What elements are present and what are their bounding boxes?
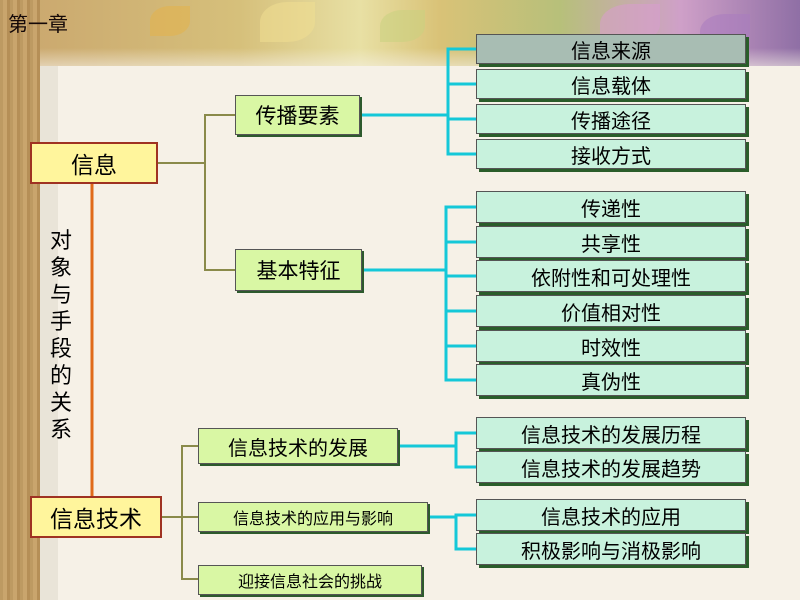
leaf-decoration — [260, 2, 315, 42]
leaf-propagation-path[interactable]: 传播途径 — [476, 104, 746, 134]
side-char: 的 — [49, 364, 72, 389]
leaf-shareability[interactable]: 共享性 — [476, 226, 746, 258]
node-tech-application[interactable]: 信息技术的应用与影响 — [198, 502, 428, 532]
left-light-band — [40, 66, 58, 600]
chapter-title: 第一章 — [8, 12, 68, 36]
leaf-dependency[interactable]: 依附性和可处理性 — [476, 260, 746, 292]
leaf-relative-value[interactable]: 价值相对性 — [476, 295, 746, 327]
leaf-decoration — [150, 6, 190, 36]
leaf-positive-negative-impact[interactable]: 积极影响与消极影响 — [476, 533, 746, 565]
node-info-tech[interactable]: 信息技术 — [30, 496, 162, 538]
leaf-tech-application[interactable]: 信息技术的应用 — [476, 499, 746, 531]
node-tech-challenge[interactable]: 迎接信息社会的挑战 — [198, 565, 422, 595]
node-propagation-elements[interactable]: 传播要素 — [235, 95, 360, 135]
side-char: 象 — [49, 256, 72, 281]
leaf-timeliness[interactable]: 时效性 — [476, 330, 746, 362]
side-char: 手 — [49, 310, 72, 335]
leaf-tech-trend[interactable]: 信息技术的发展趋势 — [476, 451, 746, 483]
side-char: 与 — [49, 283, 72, 308]
leaf-decoration — [380, 10, 425, 42]
side-vertical-text: 对 象 与 手 段 的 关 系 — [46, 228, 76, 444]
side-char: 对 — [49, 229, 72, 254]
side-char: 关 — [49, 391, 72, 416]
leaf-transmissibility[interactable]: 传递性 — [476, 191, 746, 223]
leaf-receive-method[interactable]: 接收方式 — [476, 139, 746, 169]
node-basic-features[interactable]: 基本特征 — [235, 249, 362, 291]
leaf-authenticity[interactable]: 真伪性 — [476, 364, 746, 396]
leaf-info-carrier[interactable]: 信息载体 — [476, 69, 746, 99]
leaf-info-source[interactable]: 信息来源 — [476, 34, 746, 64]
side-char: 系 — [49, 418, 72, 443]
node-tech-development[interactable]: 信息技术的发展 — [198, 428, 398, 464]
side-char: 段 — [49, 337, 72, 362]
leaf-tech-history[interactable]: 信息技术的发展历程 — [476, 417, 746, 449]
node-info[interactable]: 信息 — [30, 142, 158, 184]
